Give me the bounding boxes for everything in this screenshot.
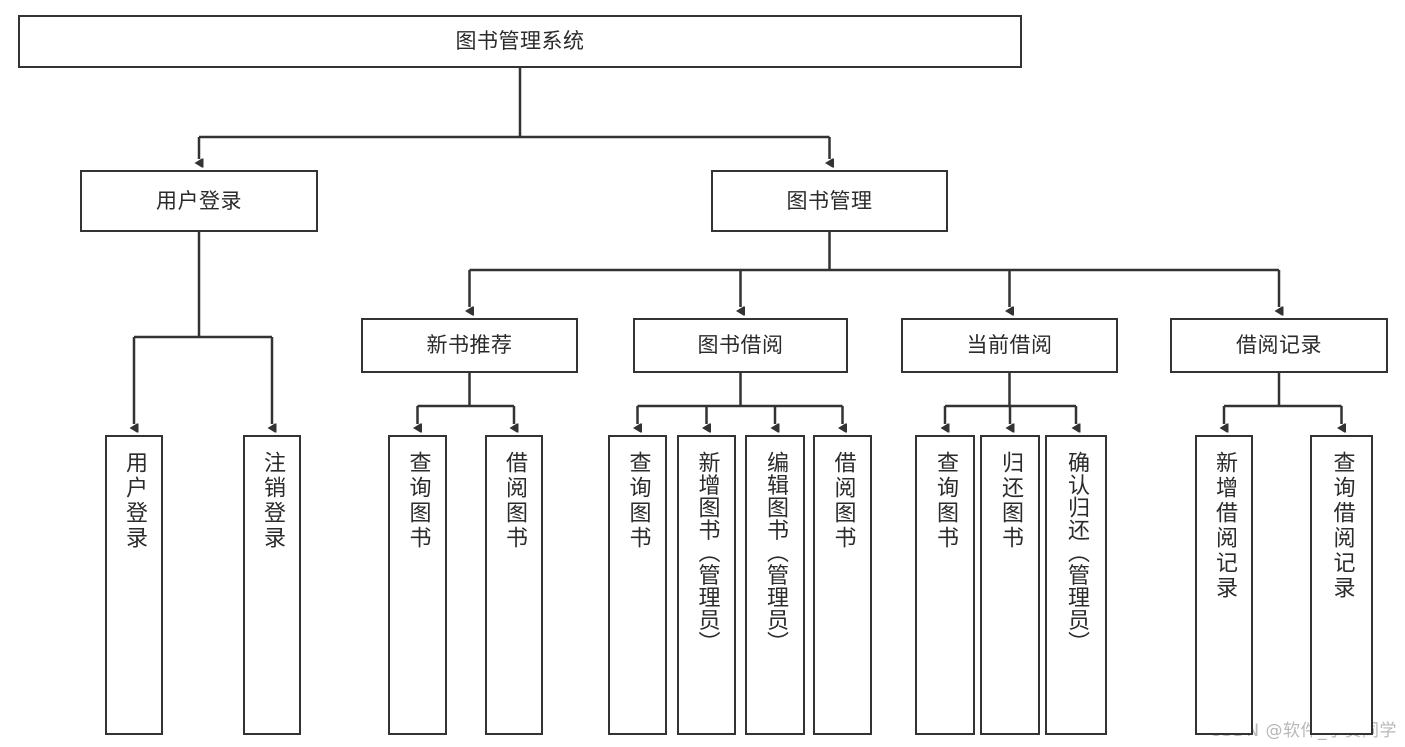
node-leaf-bor-lend[interactable]: 借阅图书	[813, 435, 872, 735]
node-label: 归还图书	[997, 451, 1023, 551]
node-label: 借阅图书	[830, 451, 856, 551]
node-label: 用户登录	[121, 451, 147, 551]
node-borrow[interactable]: 图书借阅	[633, 318, 848, 373]
node-leaf-cur-return[interactable]: 归还图书	[980, 435, 1040, 735]
node-leaf-cur-query[interactable]: 查询图书	[915, 435, 975, 735]
node-label: 确认归还（管理员）	[1063, 451, 1089, 654]
node-leaf-user-logout[interactable]: 注销登录	[243, 435, 301, 735]
node-label: 图书借阅	[697, 333, 784, 358]
node-records[interactable]: 借阅记录	[1170, 318, 1388, 373]
node-label: 借阅记录	[1236, 333, 1322, 358]
node-label: 查询图书	[932, 451, 958, 551]
node-bookmgmt[interactable]: 图书管理	[711, 170, 948, 232]
node-current[interactable]: 当前借阅	[901, 318, 1118, 373]
node-label: 新书推荐	[426, 333, 513, 358]
node-newbook[interactable]: 新书推荐	[361, 318, 578, 373]
node-label: 编辑图书（管理员）	[762, 451, 788, 654]
node-root[interactable]: 图书管理系统	[18, 15, 1022, 68]
node-label: 借阅图书	[501, 451, 527, 551]
node-label: 新增图书（管理员）	[694, 451, 720, 654]
node-label: 注销登录	[259, 451, 285, 551]
node-leaf-bor-add[interactable]: 新增图书（管理员）	[677, 435, 736, 735]
node-label: 查询图书	[625, 451, 651, 551]
node-label: 用户登录	[156, 188, 242, 213]
node-label: 图书管理	[786, 188, 873, 213]
node-label: 当前借阅	[966, 333, 1053, 358]
node-leaf-new-borrow[interactable]: 借阅图书	[485, 435, 543, 735]
node-leaf-cur-confirm[interactable]: 确认归还（管理员）	[1045, 435, 1107, 735]
node-leaf-rec-add[interactable]: 新增借阅记录	[1195, 435, 1253, 735]
node-label: 图书管理系统	[455, 29, 585, 54]
node-label: 查询图书	[405, 451, 431, 551]
node-leaf-new-query[interactable]: 查询图书	[388, 435, 447, 735]
node-leaf-bor-edit[interactable]: 编辑图书（管理员）	[745, 435, 805, 735]
node-leaf-user-login[interactable]: 用户登录	[105, 435, 163, 735]
node-label: 查询借阅记录	[1329, 451, 1355, 601]
node-leaf-bor-query[interactable]: 查询图书	[608, 435, 667, 735]
node-label: 新增借阅记录	[1211, 451, 1237, 601]
node-leaf-rec-query[interactable]: 查询借阅记录	[1310, 435, 1373, 735]
node-login[interactable]: 用户登录	[80, 170, 318, 232]
